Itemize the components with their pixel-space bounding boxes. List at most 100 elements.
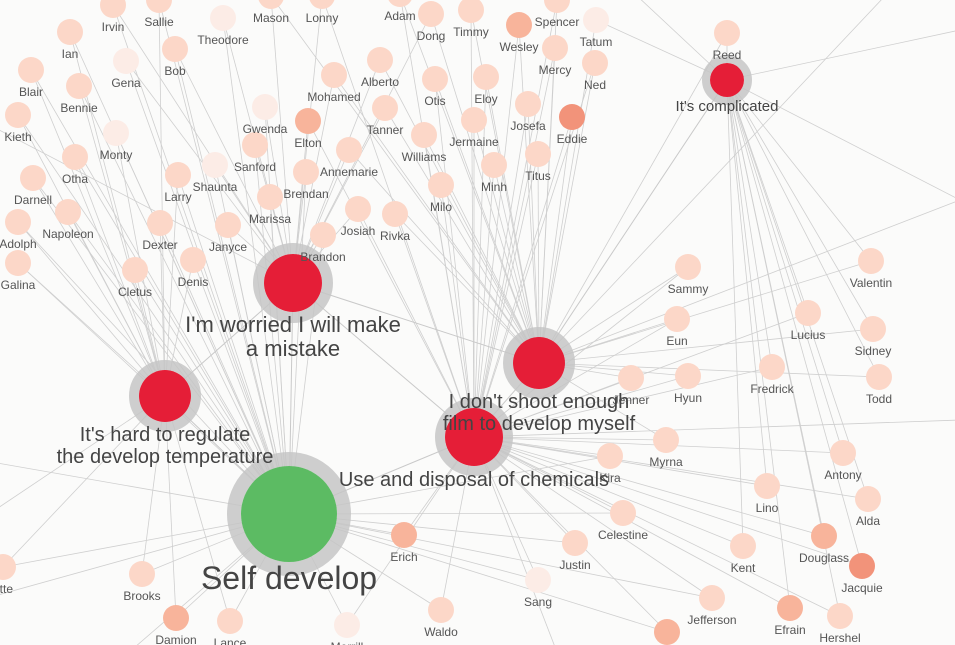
person-node[interactable] (310, 222, 336, 248)
person-node[interactable] (321, 62, 347, 88)
person-node[interactable] (180, 247, 206, 273)
person-node[interactable] (428, 172, 454, 198)
person-node[interactable] (699, 585, 725, 611)
hub-label-temp: the develop temperature (57, 446, 274, 468)
person-node[interactable] (147, 210, 173, 236)
person-node[interactable] (610, 500, 636, 526)
person-label: Bennie (60, 101, 98, 115)
person-node[interactable] (293, 159, 319, 185)
person-node[interactable] (544, 0, 570, 13)
person-node[interactable] (18, 57, 44, 83)
person-node[interactable] (664, 306, 690, 332)
person-node[interactable] (391, 522, 417, 548)
edge-line (473, 47, 556, 438)
person-node[interactable] (382, 201, 408, 227)
edge-line (333, 74, 540, 364)
person-node[interactable] (202, 152, 228, 178)
person-node[interactable] (5, 250, 31, 276)
person-node[interactable] (336, 137, 362, 163)
person-node[interactable] (582, 50, 608, 76)
person-node[interactable] (387, 0, 413, 7)
person-node[interactable] (113, 48, 139, 74)
person-node[interactable] (163, 605, 189, 631)
hub-node-chemicals[interactable] (445, 408, 503, 466)
person-node[interactable] (827, 603, 853, 629)
person-node[interactable] (217, 608, 243, 634)
edge-line (17, 114, 290, 515)
person-node[interactable] (830, 440, 856, 466)
hub-node-temp[interactable] (139, 370, 191, 422)
person-node[interactable] (103, 120, 129, 146)
person-node[interactable] (5, 209, 31, 235)
person-node[interactable] (0, 554, 16, 580)
person-node[interactable] (473, 64, 499, 90)
person-node[interactable] (5, 102, 31, 128)
edge-line (0, 129, 294, 284)
person-node[interactable] (754, 473, 780, 499)
person-node[interactable] (583, 7, 609, 33)
person-node[interactable] (858, 248, 884, 274)
person-node[interactable] (795, 300, 821, 326)
person-node[interactable] (714, 20, 740, 46)
person-node[interactable] (258, 0, 284, 9)
person-node[interactable] (210, 5, 236, 31)
person-node[interactable] (252, 94, 278, 120)
hub-node-worried[interactable] (264, 254, 322, 312)
person-node[interactable] (100, 0, 126, 18)
person-node[interactable] (411, 122, 437, 148)
person-node[interactable] (146, 0, 172, 13)
person-node[interactable] (334, 612, 360, 638)
person-node[interactable] (122, 257, 148, 283)
person-node[interactable] (866, 364, 892, 390)
person-label: Dong (417, 29, 446, 43)
person-node[interactable] (309, 0, 335, 9)
hub-node-shoot[interactable] (513, 337, 565, 389)
hub-node-complicated[interactable] (710, 63, 744, 97)
person-node[interactable] (418, 1, 444, 27)
person-node[interactable] (849, 553, 875, 579)
person-node[interactable] (129, 561, 155, 587)
person-node[interactable] (654, 619, 680, 645)
person-node[interactable] (730, 533, 756, 559)
person-node[interactable] (372, 95, 398, 121)
person-node[interactable] (542, 35, 568, 61)
person-node[interactable] (559, 104, 585, 130)
person-node[interactable] (422, 66, 448, 92)
person-node[interactable] (215, 212, 241, 238)
person-node[interactable] (860, 316, 886, 342)
person-node[interactable] (162, 36, 188, 62)
person-node[interactable] (855, 486, 881, 512)
person-node[interactable] (458, 0, 484, 23)
person-node[interactable] (345, 196, 371, 222)
person-label: Titus (525, 169, 551, 183)
person-node[interactable] (618, 365, 644, 391)
person-node[interactable] (525, 141, 551, 167)
person-node[interactable] (481, 152, 507, 178)
person-node[interactable] (57, 19, 83, 45)
person-node[interactable] (20, 165, 46, 191)
person-node[interactable] (461, 107, 487, 133)
person-node[interactable] (165, 162, 191, 188)
hub-node-self[interactable] (241, 466, 337, 562)
person-node[interactable] (295, 108, 321, 134)
person-node[interactable] (811, 523, 837, 549)
person-node[interactable] (506, 12, 532, 38)
person-node[interactable] (525, 567, 551, 593)
person-node[interactable] (257, 184, 283, 210)
person-node[interactable] (759, 354, 785, 380)
person-node[interactable] (653, 427, 679, 453)
person-node[interactable] (562, 530, 588, 556)
person-node[interactable] (597, 443, 623, 469)
person-node[interactable] (242, 132, 268, 158)
person-node[interactable] (367, 47, 393, 73)
person-node[interactable] (777, 595, 803, 621)
person-node[interactable] (428, 597, 454, 623)
person-label: Kira (599, 471, 621, 485)
person-node[interactable] (55, 199, 81, 225)
person-node[interactable] (62, 144, 88, 170)
person-node[interactable] (675, 363, 701, 389)
person-node[interactable] (675, 254, 701, 280)
person-node[interactable] (66, 73, 92, 99)
person-node[interactable] (515, 91, 541, 117)
